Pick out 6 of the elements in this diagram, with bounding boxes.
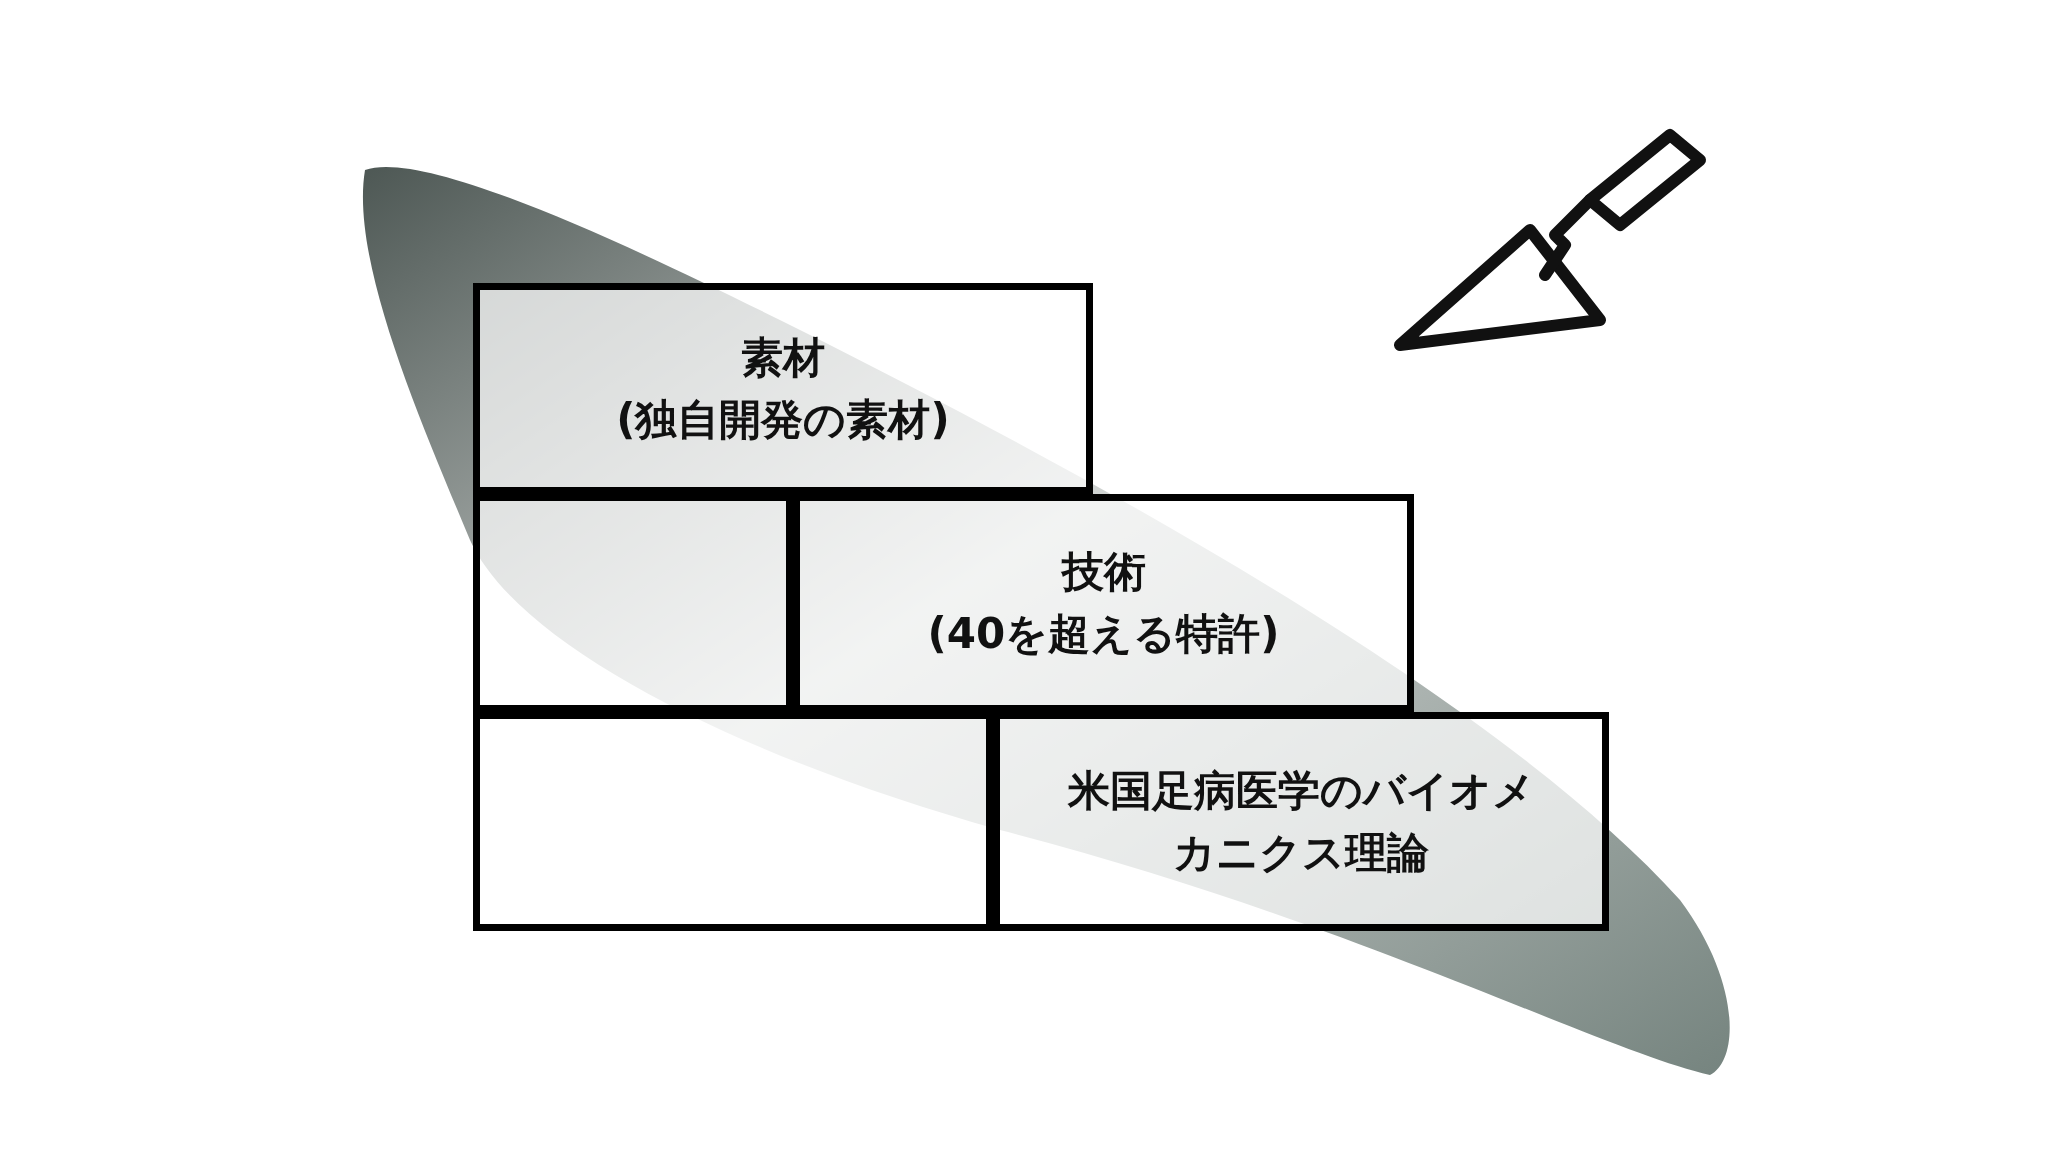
brick-title: 技術 (1061, 546, 1146, 598)
brick-box (473, 283, 1093, 494)
brick-subtitle: (独自開発の素材) (616, 393, 950, 446)
brick-title: 素材 (741, 331, 825, 384)
brick-subtitle: (40を超える特許) (927, 608, 1280, 660)
brick-title: 米国足病医学のバイオメカニクス理論 (1066, 764, 1536, 879)
